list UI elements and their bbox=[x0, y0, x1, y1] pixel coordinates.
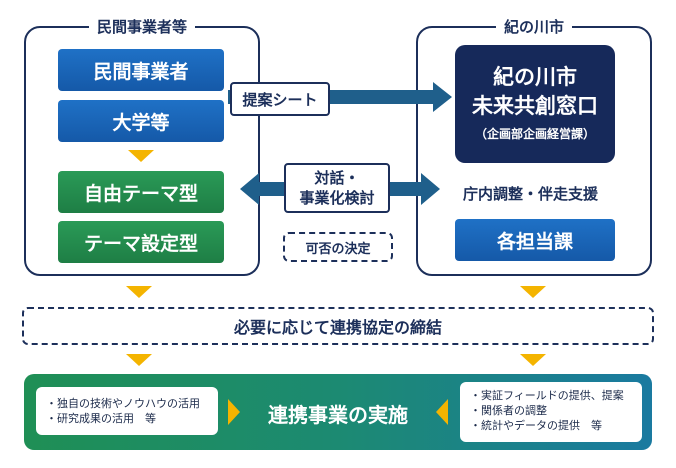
implementation-title: 連携事業の実施 bbox=[268, 403, 408, 427]
agreement-bar: 必要に応じて連携協定の締結 bbox=[22, 307, 654, 345]
private-contribution-card: ・独自の技術やノウハウの活用 ・研究成果の活用 等 bbox=[36, 387, 218, 435]
left-down-arrow-2 bbox=[126, 354, 152, 366]
city-item-1: ・実証フィールドの提供、提案 bbox=[470, 389, 624, 402]
set-theme-box: テーマ設定型 bbox=[58, 221, 224, 263]
window-line2: 未来共創窓口 bbox=[472, 94, 598, 118]
right-down-arrow-2 bbox=[520, 354, 546, 366]
dialogue-line1: 対話・ bbox=[314, 169, 360, 187]
right-panel-title: 紀の川市 bbox=[495, 16, 573, 37]
free-theme-box: 自由テーマ型 bbox=[58, 171, 224, 213]
proposal-sheet-label: 提案シート bbox=[230, 82, 330, 116]
decision-label: 可否の決定 bbox=[283, 232, 393, 262]
private-business-box: 民間事業者 bbox=[58, 49, 224, 91]
proposal-arrow bbox=[228, 82, 452, 112]
private-item-1: ・独自の技術やノウハウの活用 bbox=[46, 397, 200, 410]
city-item-3: ・統計やデータの提供 等 bbox=[470, 419, 602, 432]
right-down-arrow-1 bbox=[520, 286, 546, 298]
city-item-2: ・関係者の調整 bbox=[470, 404, 547, 417]
dialogue-label: 対話・ 事業化検討 bbox=[284, 163, 390, 213]
dialogue-line2: 事業化検討 bbox=[299, 189, 375, 207]
departments-box: 各担当課 bbox=[455, 219, 615, 261]
coordination-text: 庁内調整・伴走支援 bbox=[463, 185, 599, 203]
left-down-arrow-1 bbox=[126, 286, 152, 298]
left-panel-title: 民間事業者等 bbox=[88, 16, 196, 37]
window-line1: 紀の川市 bbox=[493, 65, 577, 89]
private-item-2: ・研究成果の活用 等 bbox=[46, 412, 156, 425]
city-contribution-card: ・実証フィールドの提供、提案 ・関係者の調整 ・統計やデータの提供 等 bbox=[460, 382, 642, 442]
future-co-creation-window-box: 紀の川市 未来共創窓口 （企画部企画経営課） bbox=[455, 45, 615, 163]
university-box: 大学等 bbox=[58, 100, 224, 142]
left-to-center-arrow bbox=[228, 399, 240, 425]
right-to-center-arrow bbox=[436, 399, 448, 425]
left-inner-down-arrow bbox=[128, 150, 154, 162]
window-line3: （企画部企画経営課） bbox=[474, 127, 595, 141]
